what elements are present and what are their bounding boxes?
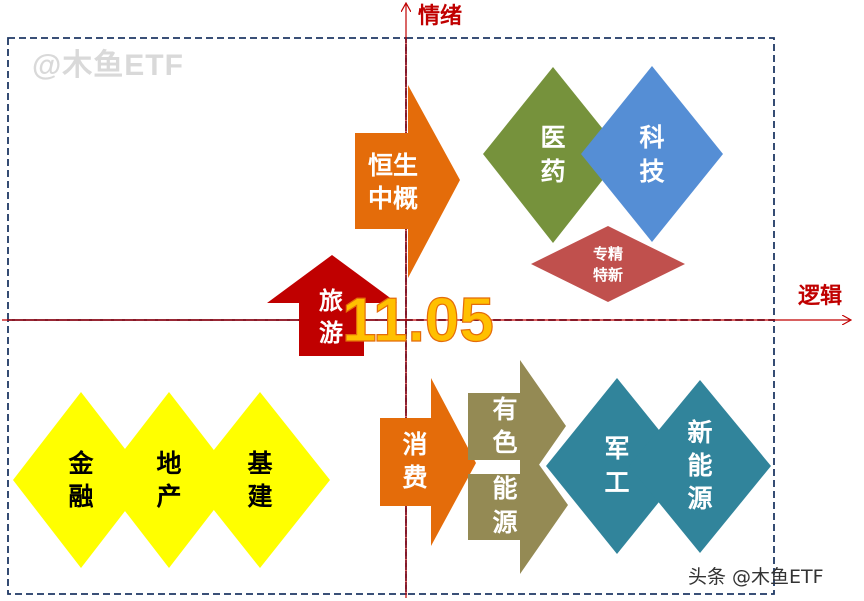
sector-xinnengyuan-diamond: 新 能 源 — [629, 380, 771, 553]
sector-hengsheng-line1: 恒生 — [368, 151, 418, 180]
sector-nengyuan-line1: 能 — [492, 474, 517, 503]
sector-yiyao-diamond: 医 药 — [483, 67, 623, 243]
sector-xinnengyuan-line3: 源 — [687, 484, 712, 513]
date-label: 11.05 — [342, 286, 494, 355]
sector-zhuanjing-diamond: 专精 特新 — [531, 226, 685, 302]
x-axis-label: 逻辑 — [798, 283, 842, 309]
watermark-top: @木鱼ETF — [32, 49, 184, 82]
sector-youse-line2: 色 — [492, 428, 517, 457]
sector-nengyuan-line2: 源 — [492, 508, 517, 537]
sector-dichan-diamond: 地 产 — [101, 392, 237, 568]
sector-xinnengyuan-line2: 能 — [687, 451, 712, 480]
sector-jungong-line1: 军 — [604, 434, 629, 463]
sector-jinrong-line1: 金 — [67, 449, 94, 478]
sector-dichan-line2: 产 — [156, 482, 181, 511]
sector-nengyuan-arrow: 能 源 — [468, 438, 568, 574]
sector-hengsheng-line2: 中概 — [368, 184, 418, 213]
sector-jinrong-line2: 融 — [68, 482, 93, 511]
sector-jijian-diamond: 基 建 — [190, 392, 330, 568]
sector-zhuanjing-line1: 专精 — [593, 245, 623, 263]
sector-jijian-line1: 基 — [247, 449, 272, 478]
sector-youse-arrow: 有 色 — [468, 360, 566, 492]
sector-lvyou-line2: 游 — [319, 319, 343, 347]
sector-lvyou-line1: 旅 — [319, 287, 343, 315]
sector-youse-line1: 有 — [492, 395, 517, 424]
sector-keji-line1: 科 — [639, 123, 664, 152]
sector-lvyou-arrow: 旅 游 — [267, 255, 397, 356]
sector-xinnengyuan-line1: 新 — [687, 418, 712, 447]
sector-xiaofei-arrow: 消 费 — [380, 378, 476, 546]
sector-xiaofei-line2: 费 — [402, 463, 427, 492]
sector-jungong-line2: 工 — [604, 468, 629, 497]
sector-hengsheng-arrow: 恒生 中概 — [355, 85, 460, 278]
sector-jinrong-diamond: 金 融 — [13, 392, 149, 568]
sector-yiyao-line2: 药 — [540, 157, 565, 186]
sector-jungong-diamond: 军 工 — [546, 378, 688, 554]
sector-jijian-line2: 建 — [247, 482, 272, 511]
sector-dichan-line1: 地 — [156, 449, 181, 478]
y-axis-label: 情绪 — [418, 3, 462, 29]
sector-zhuanjing-line2: 特新 — [593, 266, 623, 284]
sector-keji-diamond: 科 技 — [581, 66, 723, 242]
watermark-bottom: 头条 @木鱼ETF — [688, 566, 824, 588]
sector-yiyao-line1: 医 — [540, 123, 565, 152]
sector-keji-line2: 技 — [639, 157, 664, 186]
sector-xiaofei-line1: 消 — [402, 430, 427, 459]
